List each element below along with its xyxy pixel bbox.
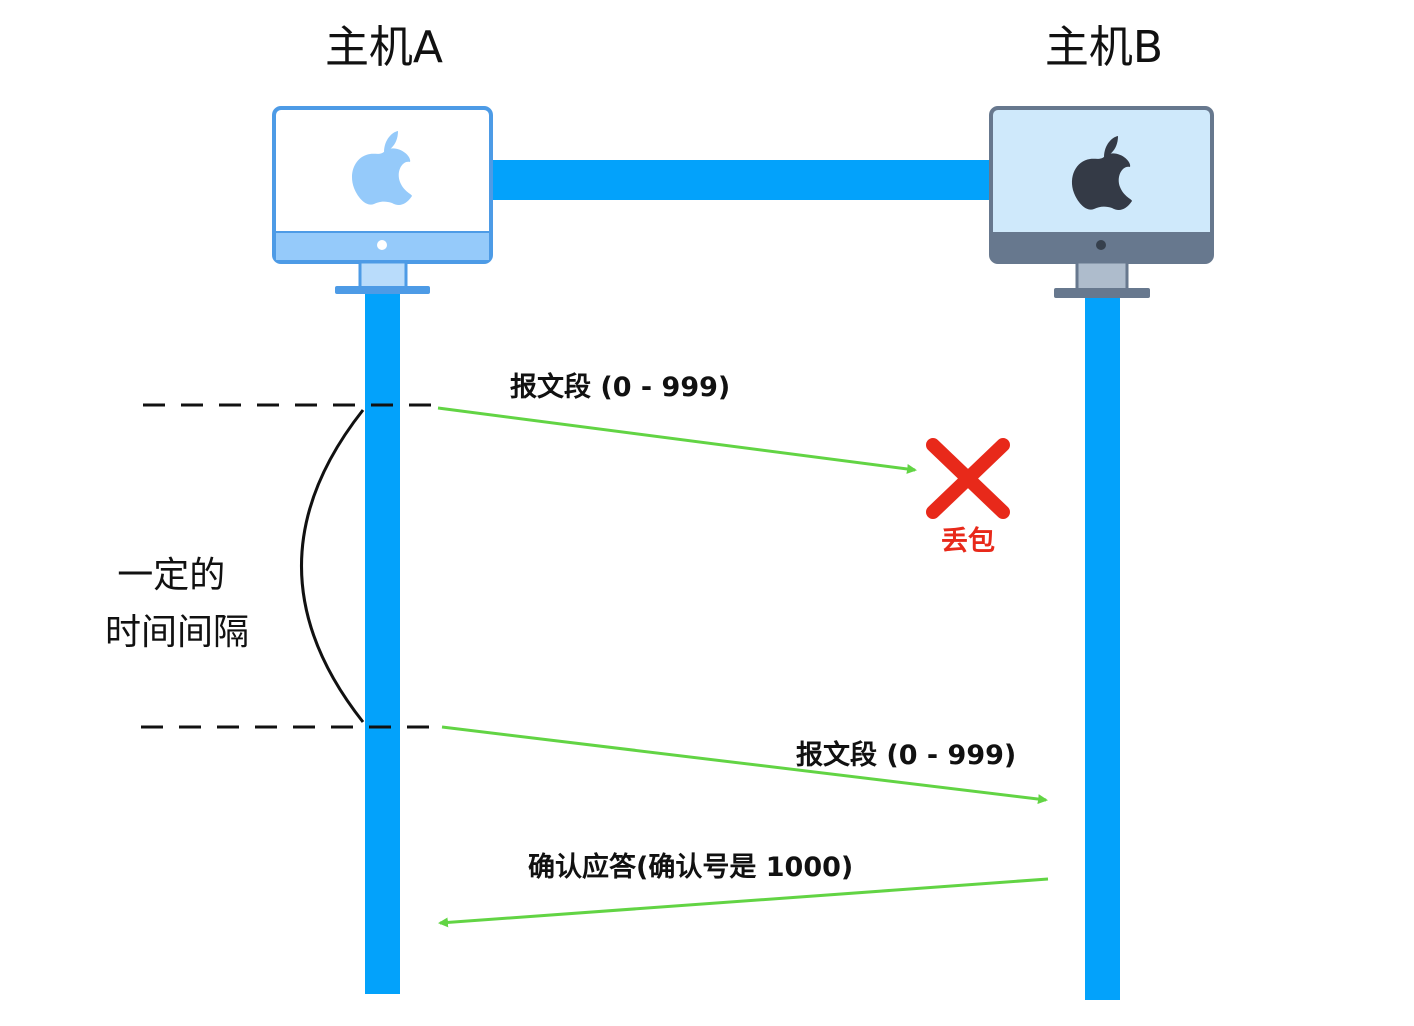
host-b-computer-icon bbox=[989, 106, 1214, 298]
lost-segment-label: 报文段 (0 - 999) bbox=[510, 371, 730, 403]
interval-label: 一定的 时间间隔 bbox=[105, 555, 249, 653]
retransmitted-segment-arrow bbox=[441, 725, 1048, 805]
host-a-timeline bbox=[365, 292, 400, 994]
interval-label-line2: 时间间隔 bbox=[105, 612, 249, 653]
host-a-computer-icon bbox=[272, 106, 493, 294]
interval-bracket-curve bbox=[300, 409, 365, 723]
network-link bbox=[493, 160, 993, 200]
apple-logo-icon bbox=[1071, 136, 1132, 210]
lost-segment-arrow bbox=[437, 406, 917, 474]
host-b-timeline bbox=[1085, 298, 1120, 1000]
retransmitted-segment-label: 报文段 (0 - 999) bbox=[796, 739, 1016, 771]
apple-logo-icon bbox=[351, 131, 412, 205]
host-b-title: 主机B bbox=[1045, 22, 1163, 73]
packet-loss-label: 丢包 bbox=[941, 525, 995, 557]
ack-arrow bbox=[438, 877, 1049, 928]
interval-label-line1: 一定的 bbox=[117, 555, 225, 596]
red-x-icon bbox=[926, 438, 1010, 519]
host-a-title: 主机A bbox=[325, 22, 443, 73]
ack-label: 确认应答(确认号是 1000) bbox=[528, 851, 853, 883]
